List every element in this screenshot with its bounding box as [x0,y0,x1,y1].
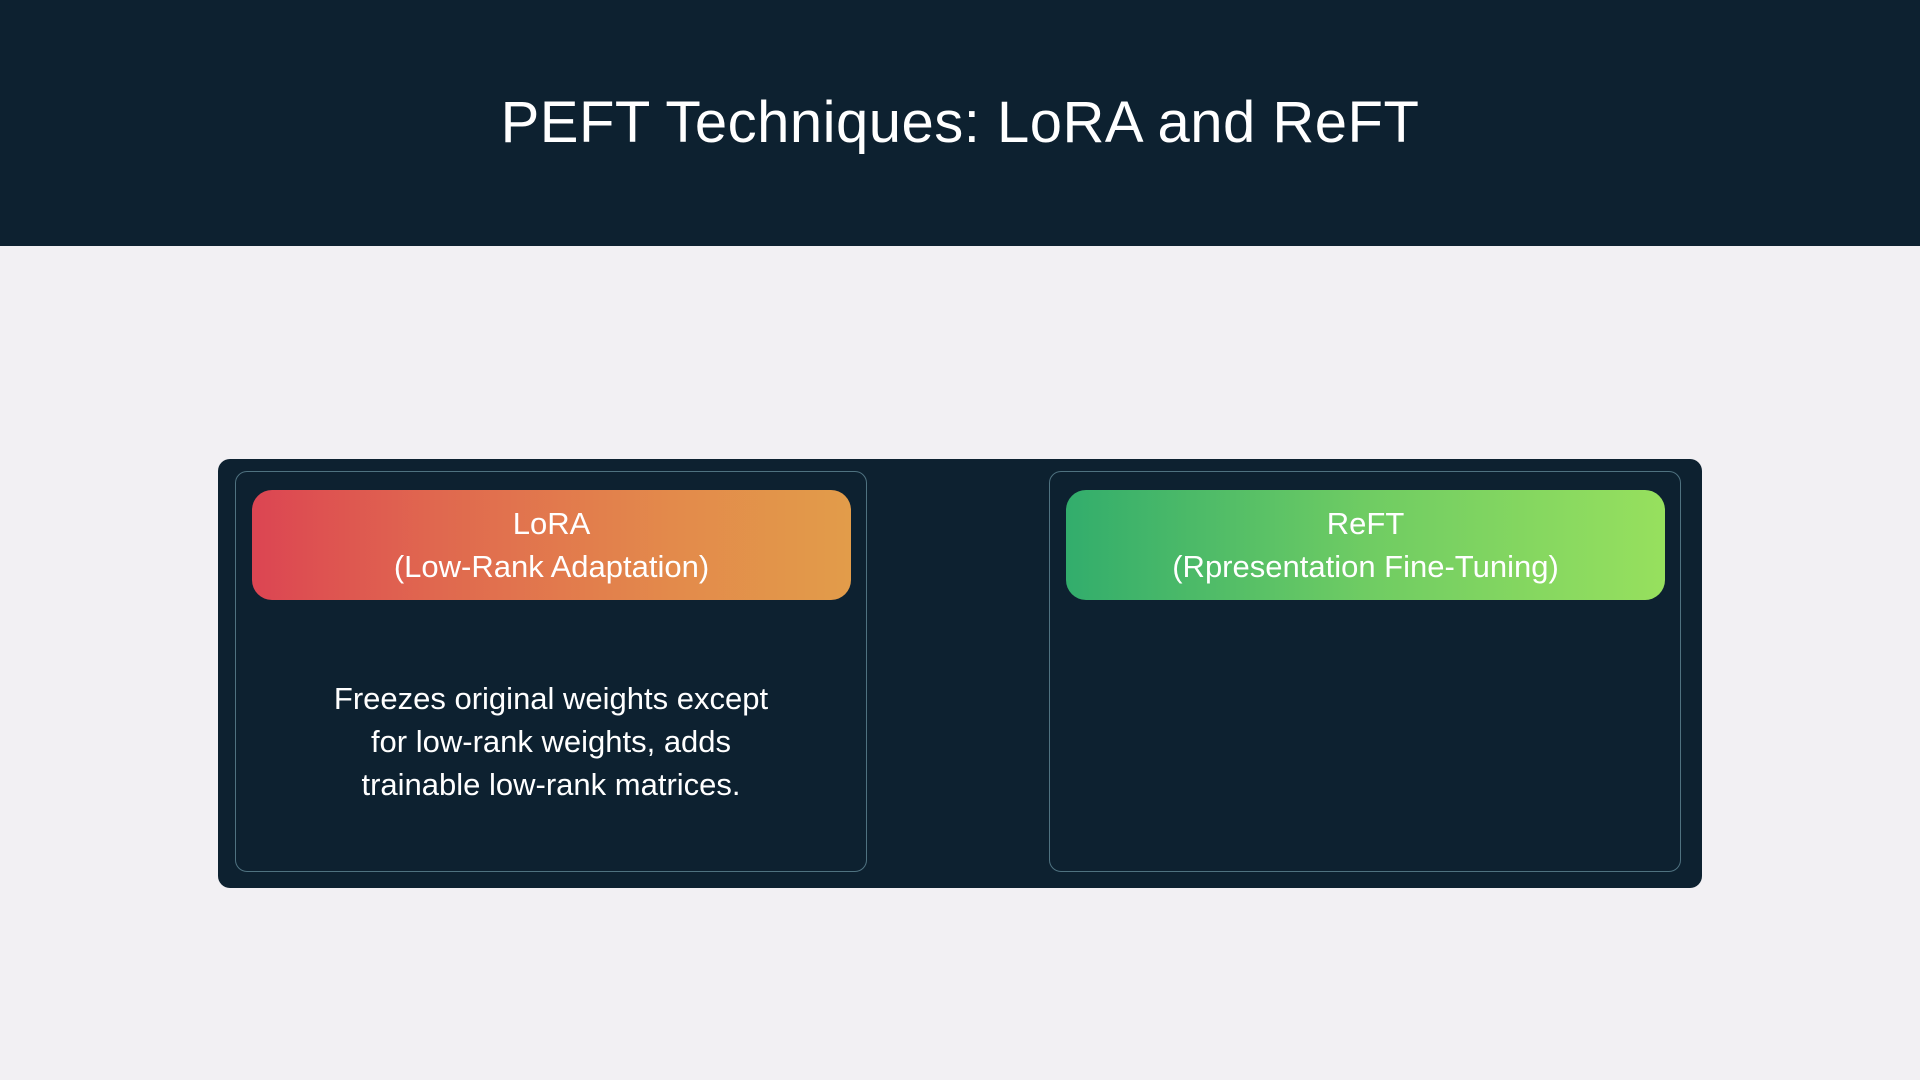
lora-header-pill: LoRA (Low-Rank Adaptation) [252,490,851,600]
lora-title: LoRA [512,506,591,541]
reft-subtitle: (Rpresentation Fine-Tuning) [1172,549,1559,584]
comparison-panel: LoRA (Low-Rank Adaptation) Freezes origi… [218,459,1702,888]
reft-header-pill: ReFT (Rpresentation Fine-Tuning) [1066,490,1665,600]
page-title: PEFT Techniques: LoRA and ReFT [500,89,1420,155]
lora-card: LoRA (Low-Rank Adaptation) Freezes origi… [235,471,867,872]
lora-subtitle: (Low-Rank Adaptation) [393,549,710,584]
header-bar: PEFT Techniques: LoRA and ReFT [0,0,1920,246]
reft-card: ReFT (Rpresentation Fine-Tuning) [1049,471,1681,872]
lora-description-line: trainable low-rank matrices. [361,767,741,802]
lora-description: Freezes original weights except for low-… [236,677,866,806]
lora-description-line: for low-rank weights, adds [370,724,732,759]
lora-description-line: Freezes original weights except [333,681,769,716]
reft-title: ReFT [1326,506,1405,541]
